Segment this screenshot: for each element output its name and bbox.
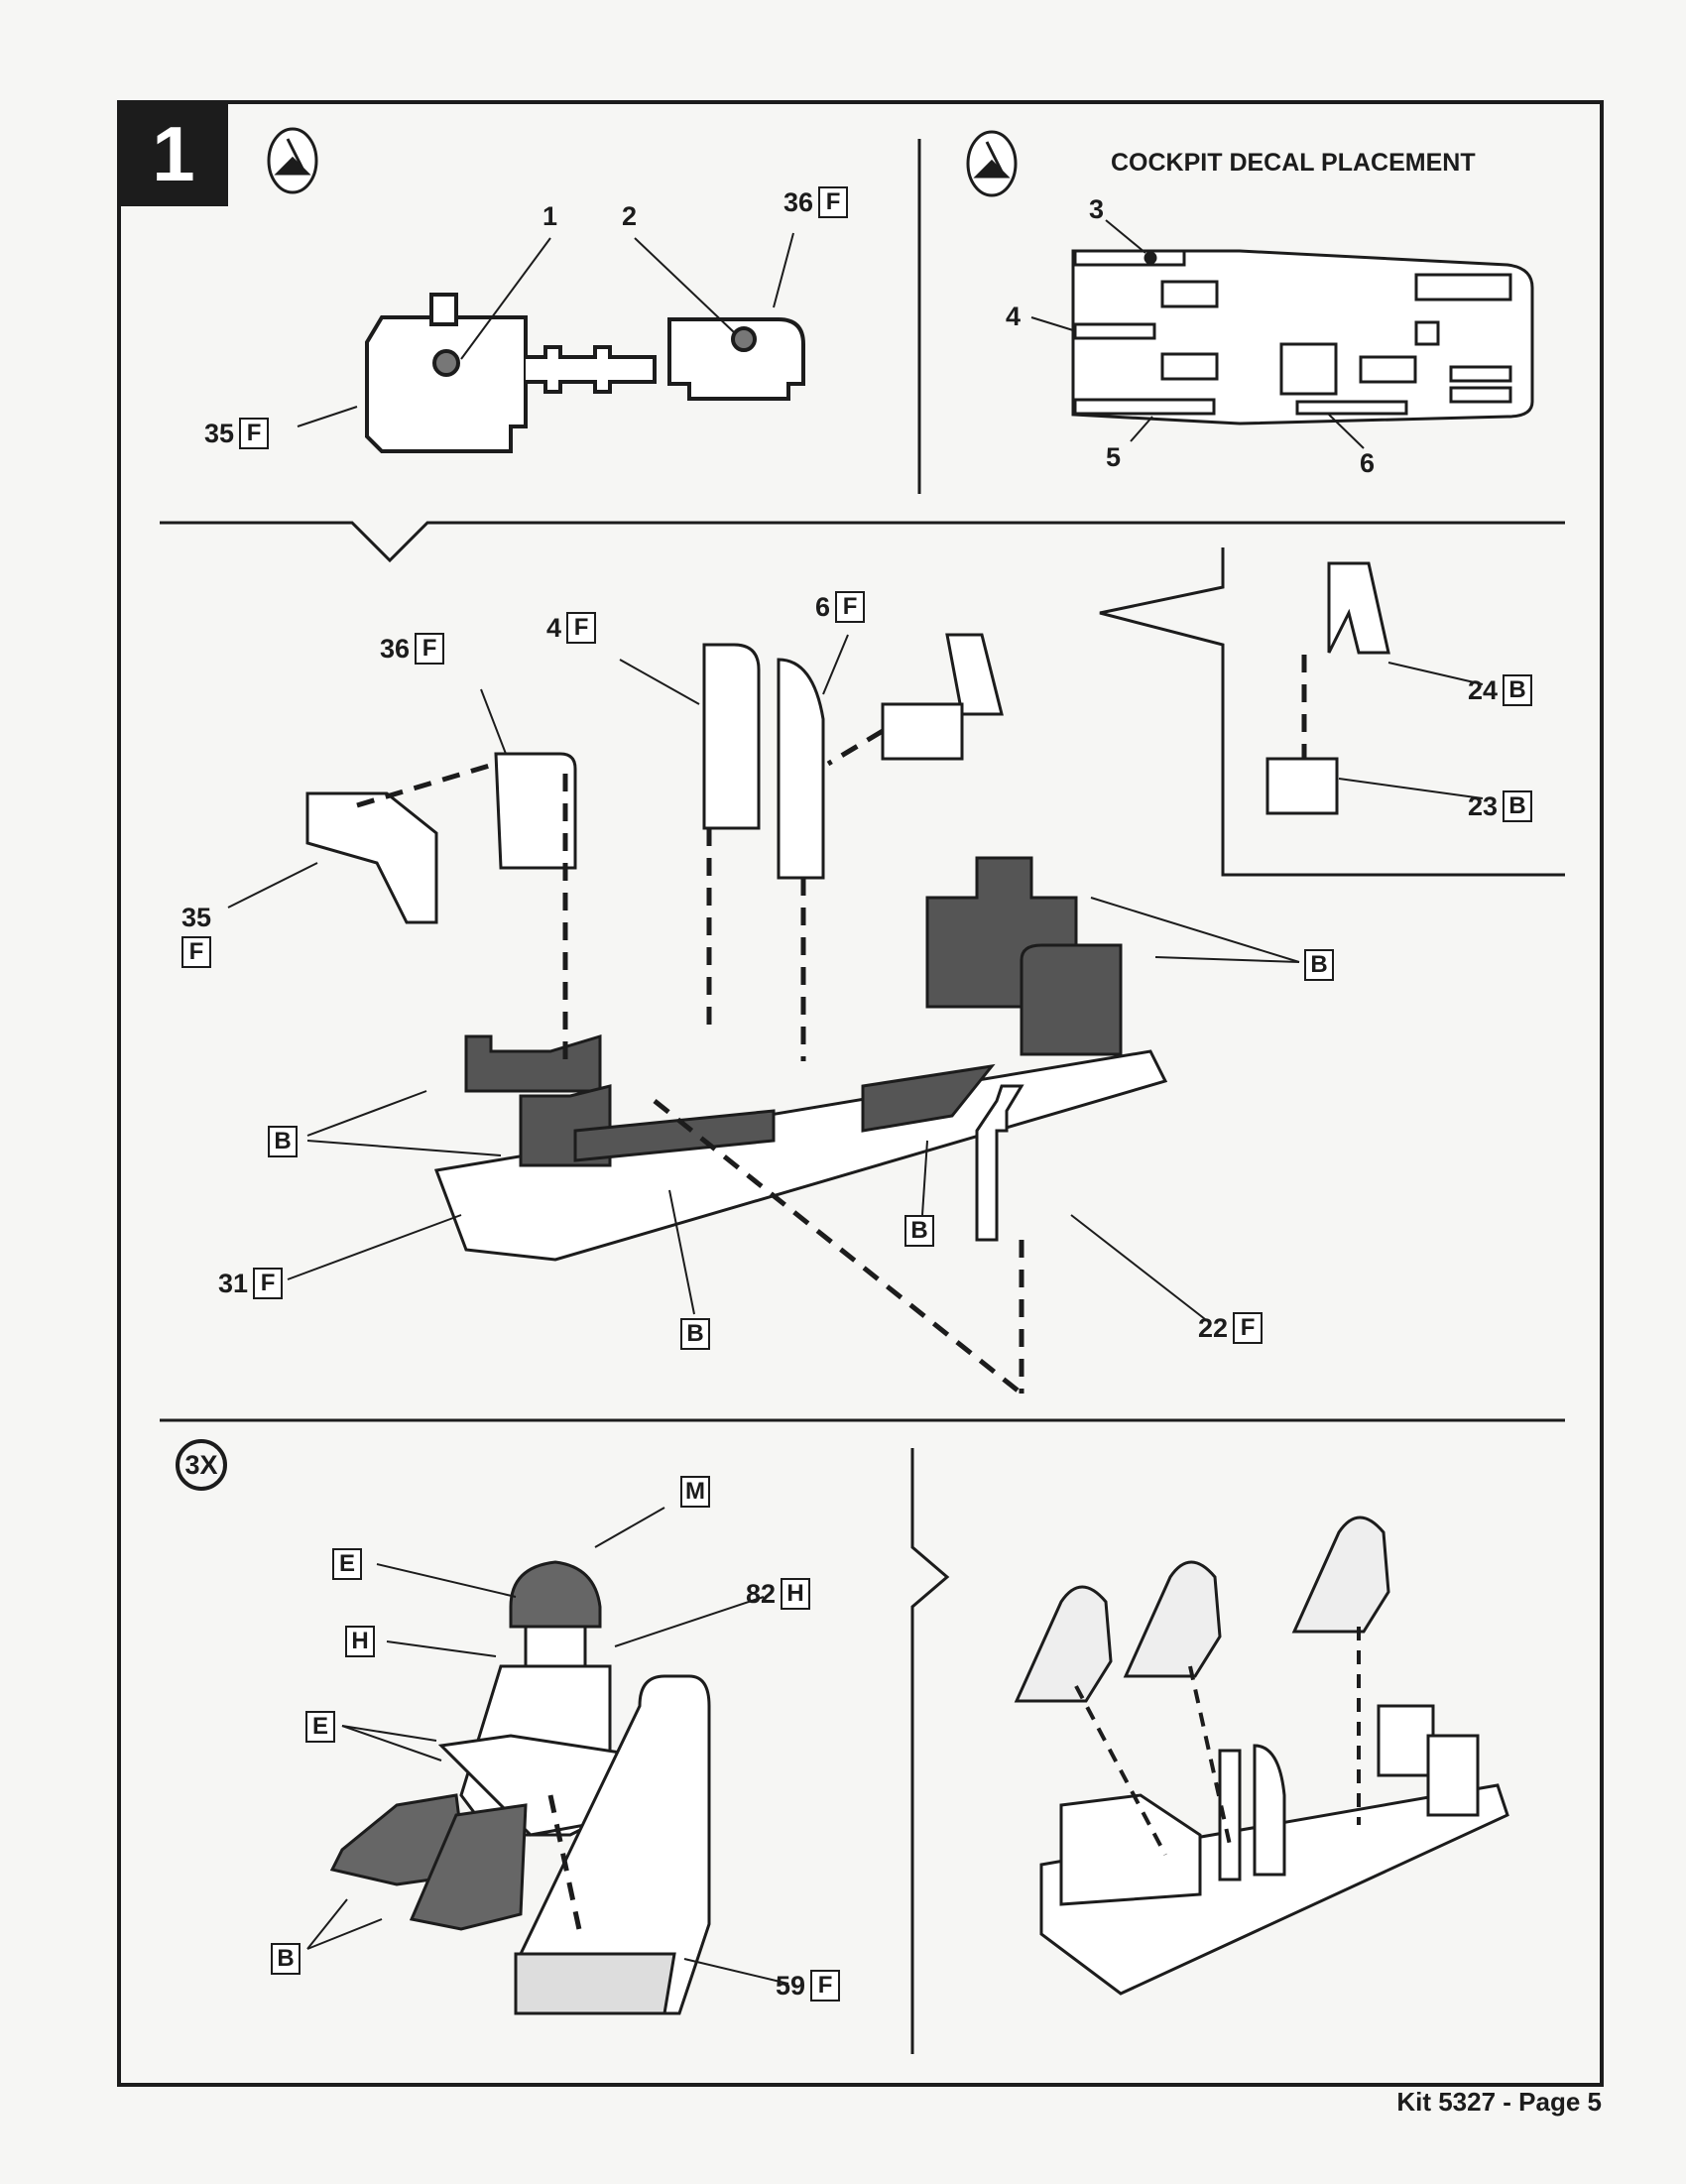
part-label: E bbox=[305, 1711, 335, 1743]
instrument-panel-36 bbox=[667, 317, 805, 401]
paint-brush-icon bbox=[966, 130, 1018, 197]
step-number-badge: 1 bbox=[119, 102, 228, 206]
decal-number: 2 bbox=[622, 201, 638, 231]
part-label: B bbox=[680, 1318, 710, 1350]
cockpit-floor-decal-map bbox=[1071, 249, 1534, 425]
part-label: M bbox=[680, 1476, 710, 1508]
divider bbox=[160, 521, 1565, 563]
divider bbox=[910, 1448, 950, 2054]
paint-brush-icon bbox=[267, 127, 318, 194]
seat-backs bbox=[464, 856, 1123, 1167]
decal-section-title: COCKPIT DECAL PLACEMENT bbox=[1111, 149, 1476, 177]
part-label: H bbox=[345, 1626, 375, 1657]
pilot-figure bbox=[329, 1560, 642, 1931]
cockpit-tub bbox=[433, 1049, 1168, 1262]
part-label: B bbox=[904, 1215, 934, 1247]
inset-divider bbox=[1099, 547, 1565, 877]
seated-pilot bbox=[1014, 1516, 1390, 1703]
decal-number: 4 bbox=[1006, 302, 1022, 331]
decal-number: 5 bbox=[1106, 442, 1122, 472]
quantity-badge: 3X bbox=[176, 1439, 227, 1491]
side-panels bbox=[305, 561, 1390, 1242]
instrument-panel-35 bbox=[365, 293, 657, 453]
completed-cockpit bbox=[1014, 1516, 1509, 1996]
part-label: B bbox=[1304, 949, 1334, 981]
decal-number: 1 bbox=[542, 201, 558, 231]
step-frame bbox=[117, 100, 1604, 2087]
part-label: B bbox=[268, 1126, 298, 1157]
decal-number: 3 bbox=[1089, 194, 1105, 224]
decal-number: 6 bbox=[1360, 448, 1376, 478]
part-label: B bbox=[271, 1943, 301, 1975]
part-label: E bbox=[332, 1548, 362, 1580]
ejection-seat bbox=[514, 1674, 711, 2015]
page-footer: Kit 5327 - Page 5 bbox=[1396, 2087, 1602, 2117]
